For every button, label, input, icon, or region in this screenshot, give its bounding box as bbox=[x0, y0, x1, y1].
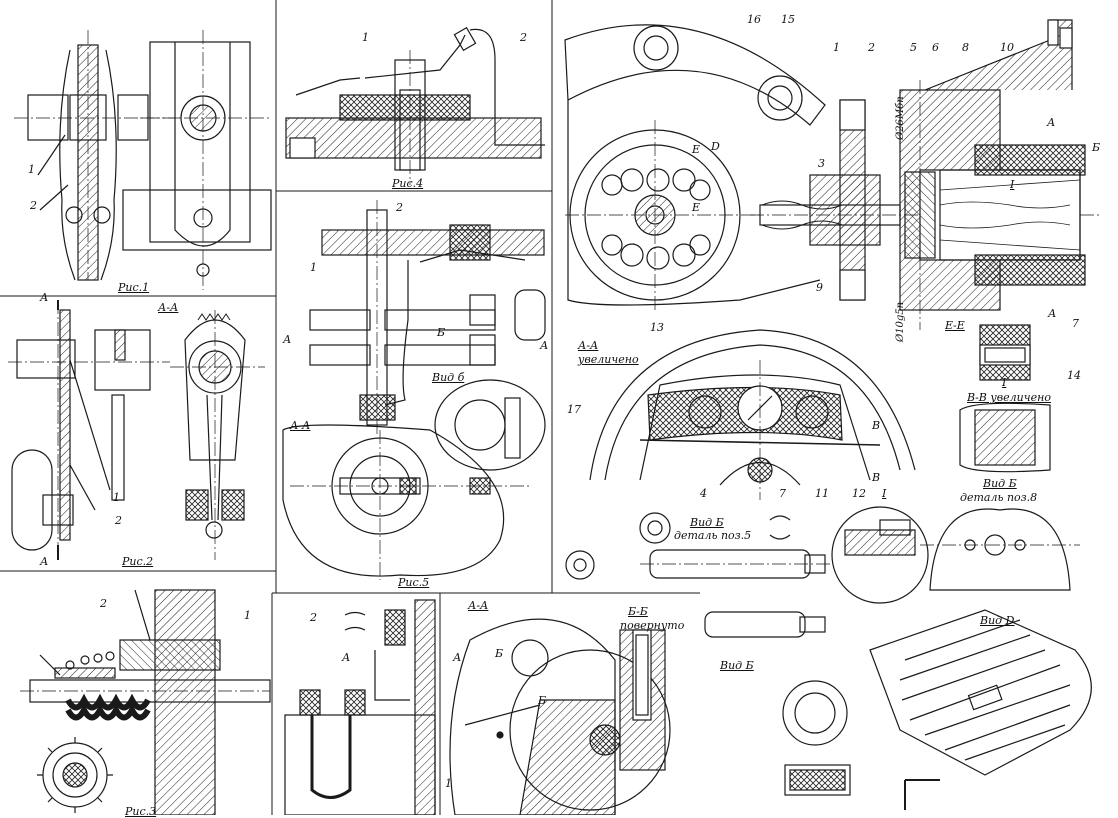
view-b-label: Вид б bbox=[432, 371, 465, 384]
detail-i-marker: I bbox=[1010, 178, 1015, 191]
detail-i-label: I bbox=[882, 487, 887, 500]
figure-1-drawing bbox=[14, 30, 272, 290]
view-b-part8-label: Вид Б bbox=[983, 477, 1017, 490]
figure-5-caption: Рис.5 bbox=[398, 576, 430, 589]
callout-1: 1 bbox=[28, 163, 35, 176]
part5-note: деталь поз.5 bbox=[674, 529, 752, 542]
callout-2: 2 bbox=[520, 31, 527, 44]
callout-10: 10 bbox=[1000, 41, 1014, 54]
callout-1: 1 bbox=[244, 609, 251, 622]
callout-17: 17 bbox=[567, 403, 581, 416]
section-mark-a: А bbox=[342, 651, 351, 664]
section-mark-e: Е bbox=[692, 201, 701, 214]
callout-7: 7 bbox=[779, 487, 786, 500]
figure-2-drawing bbox=[8, 300, 265, 560]
section-mark-a: А bbox=[1047, 116, 1056, 129]
section-mark-e: Е bbox=[692, 143, 701, 156]
arrow-mark-b: Б bbox=[495, 647, 504, 660]
callout-3: 3 bbox=[818, 157, 825, 170]
section-ee-label: Е-Е bbox=[945, 319, 965, 332]
callout-4: 4 bbox=[700, 487, 707, 500]
main-assembly-drawing bbox=[564, 19, 1100, 810]
arrow-mark-b: Б bbox=[437, 326, 446, 339]
dimension-inner-diameter: Ø10g5п bbox=[895, 301, 906, 342]
section-mark-a: А bbox=[40, 291, 49, 304]
callout-7: 7 bbox=[1072, 317, 1079, 330]
figure-6-section-label: А-А bbox=[468, 599, 489, 612]
section-mark-v: В bbox=[872, 471, 881, 484]
figure-2-caption: Рис.2 bbox=[122, 555, 154, 568]
callout-5: 5 bbox=[910, 41, 917, 54]
dimension-outer-diameter: Ø26Мбп bbox=[895, 96, 906, 140]
figure-4-drawing bbox=[285, 26, 545, 185]
arrow-mark-b: Б bbox=[538, 694, 547, 707]
callout-13: 13 bbox=[650, 321, 664, 334]
figure-3-drawing bbox=[20, 589, 271, 815]
figure-1-caption: Рис.1 bbox=[118, 281, 150, 294]
callout-2: 2 bbox=[30, 199, 37, 212]
callout-9: 9 bbox=[816, 281, 823, 294]
callout-6: 6 bbox=[932, 41, 939, 54]
figure-5-drawing bbox=[282, 200, 546, 580]
section-mark-a: А bbox=[283, 333, 292, 346]
callout-2: 2 bbox=[115, 514, 122, 527]
callout-2: 2 bbox=[396, 201, 403, 214]
view-d-label: Вид D bbox=[980, 614, 1015, 627]
callout-11: 11 bbox=[815, 487, 829, 500]
figure-4-caption: Рис.4 bbox=[392, 177, 424, 190]
callout-2: 2 bbox=[100, 597, 107, 610]
callout-14: 14 bbox=[1067, 369, 1081, 382]
view-b-part5-label: Вид Б bbox=[690, 516, 724, 529]
figure-6-drawing bbox=[284, 599, 671, 815]
callout-2: 2 bbox=[310, 611, 317, 624]
section-mark-v: В bbox=[872, 419, 881, 432]
view-b-label: Вид Б bbox=[720, 659, 754, 672]
section-mark-a: А bbox=[40, 555, 49, 568]
detail-i-marker: I bbox=[1002, 376, 1007, 389]
section-mark-a: А bbox=[453, 651, 462, 664]
callout-1: 1 bbox=[310, 261, 317, 274]
callout-2: 2 bbox=[868, 41, 875, 54]
figure-3-caption: Рис.3 bbox=[125, 805, 157, 818]
rotated-section-label: Б-Б bbox=[628, 605, 648, 618]
section-vv-label: В-В увеличено bbox=[967, 391, 1051, 404]
part8-note: деталь поз.8 bbox=[960, 491, 1038, 504]
callout-8: 8 bbox=[962, 41, 969, 54]
callout-15: 15 bbox=[781, 13, 795, 26]
section-aa-note: увеличено bbox=[578, 353, 639, 366]
callout-12: 12 bbox=[852, 487, 866, 500]
figure-2-section-label: А-А bbox=[158, 301, 179, 314]
section-mark-a: А bbox=[540, 339, 549, 352]
arrow-mark-b: Б bbox=[1092, 141, 1101, 154]
callout-1: 1 bbox=[445, 777, 452, 790]
section-aa-label: А-А bbox=[578, 339, 599, 352]
rotated-note: повернуто bbox=[620, 619, 685, 632]
section-mark-a: А bbox=[1048, 307, 1057, 320]
callout-16: 16 bbox=[747, 13, 761, 26]
callout-1: 1 bbox=[833, 41, 840, 54]
view-mark-d: D bbox=[711, 140, 720, 153]
callout-1: 1 bbox=[113, 491, 120, 504]
figure-5-section-label: А-А bbox=[290, 419, 311, 432]
callout-1: 1 bbox=[362, 31, 369, 44]
